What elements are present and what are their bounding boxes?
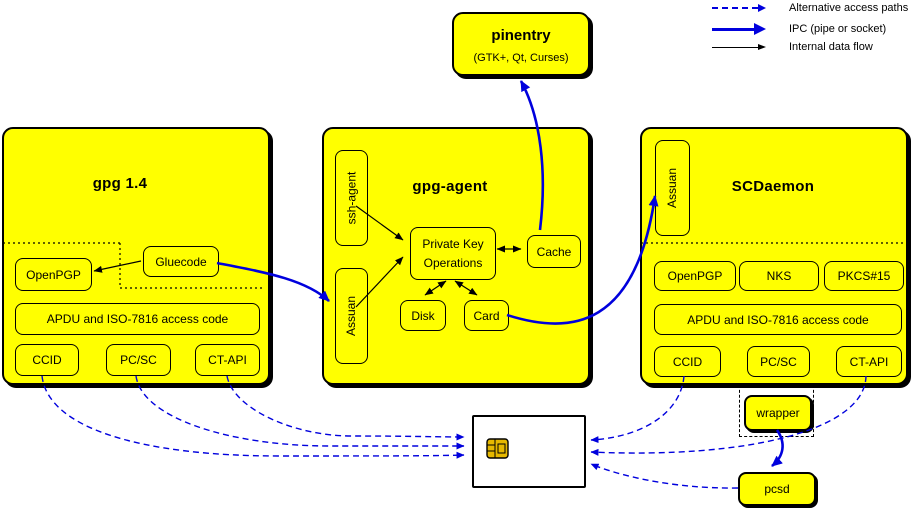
- scdaemon-apdu-node: APDU and ISO-7816 access code: [654, 304, 902, 335]
- gpg-agent-ssh-agent-node: ssh-agent: [335, 150, 368, 246]
- gpg14-apdu-node: APDU and ISO-7816 access code: [15, 303, 260, 335]
- pinentry-title: pinentry: [491, 27, 551, 44]
- chip-icon: [486, 438, 509, 459]
- node-label: PC/SC: [760, 354, 797, 369]
- node-label: PKCS#15: [837, 269, 891, 283]
- gpg14-gluecode-node: Gluecode: [143, 246, 219, 277]
- alt-gpg14-pcsc-to-card: [135, 375, 465, 450]
- cache-node: Cache: [527, 235, 581, 268]
- legend-label: IPC (pipe or socket): [789, 23, 887, 35]
- node-label: PC/SC: [120, 353, 157, 367]
- pinentry-box: pinentry (GTK+, Qt, Curses): [452, 12, 590, 76]
- node-label: APDU and ISO-7816 access code: [687, 312, 869, 327]
- gpg14-box: gpg 1.4 OpenPGP Gluecode APDU and ISO-78…: [2, 127, 270, 385]
- legend-item-alternative: Alternative access paths: [710, 1, 908, 15]
- alt-scdaemon-ccid-to-card: [590, 375, 685, 444]
- gpg14-ccid-node: CCID: [15, 344, 79, 376]
- legend-label: Alternative access paths: [789, 2, 909, 14]
- gpg14-openpgp-node: OpenPGP: [15, 258, 92, 291]
- node-label: wrapper: [756, 406, 800, 420]
- gpg-agent-title: gpg-agent: [412, 178, 488, 195]
- node-label: APDU and ISO-7816 access code: [46, 312, 229, 326]
- scdaemon-pcsc-node: PC/SC: [747, 346, 810, 377]
- thin-arrow-icon: [710, 44, 766, 50]
- node-label: Card: [473, 308, 500, 323]
- scdaemon-pkcs15-node: PKCS#15: [824, 261, 904, 291]
- node-label: Operations: [423, 255, 483, 270]
- gpg-agent-assuan-node: Assuan: [335, 268, 368, 364]
- disk-node: Disk: [400, 300, 446, 331]
- node-label: CCID: [672, 354, 703, 369]
- node-label: CCID: [32, 353, 62, 367]
- node-label: ssh-agent: [344, 171, 359, 225]
- private-key-operations-node: Private Key Operations: [410, 227, 496, 280]
- alt-pcsd-to-card: [590, 463, 739, 489]
- node-label: OpenPGP: [667, 269, 723, 283]
- gpg-agent-box: gpg-agent ssh-agent Assuan Private Key O…: [322, 127, 590, 385]
- node-label: NKS: [766, 269, 792, 283]
- scdaemon-nks-node: NKS: [739, 261, 819, 291]
- node-label: Assuan: [665, 167, 680, 209]
- card-node: Card: [464, 300, 509, 331]
- thick-arrow-icon: [710, 23, 766, 35]
- scdaemon-ccid-node: CCID: [654, 346, 721, 377]
- gpg14-pcsc-node: PC/SC: [106, 344, 171, 376]
- node-label: CT-API: [208, 353, 247, 367]
- scdaemon-openpgp-node: OpenPGP: [654, 261, 736, 291]
- gpg14-ctapi-node: CT-API: [195, 344, 260, 376]
- scdaemon-title: SCDaemon: [731, 178, 815, 195]
- alt-gpg14-ccid-to-card: [41, 375, 465, 459]
- scdaemon-ctapi-node: CT-API: [836, 346, 902, 377]
- pcsd-node: pcsd: [738, 472, 816, 506]
- node-label: pcsd: [764, 482, 790, 496]
- dashed-arrow-icon: [710, 4, 766, 12]
- legend-label: Internal data flow: [789, 41, 873, 53]
- node-label: OpenPGP: [26, 267, 81, 282]
- smartcard: [472, 415, 586, 488]
- node-label: Gluecode: [155, 254, 207, 269]
- node-label: Assuan: [344, 295, 359, 337]
- scdaemon-assuan-node: Assuan: [655, 140, 690, 236]
- node-label: Disk: [411, 308, 435, 323]
- legend-item-internal: Internal data flow: [710, 40, 873, 54]
- alt-gpg14-ctapi-to-card: [226, 375, 465, 441]
- node-label: Private Key: [422, 236, 484, 251]
- pinentry-subtitle: (GTK+, Qt, Curses): [473, 52, 569, 64]
- node-label: Cache: [536, 244, 572, 259]
- gpg14-title: gpg 1.4: [92, 175, 148, 192]
- legend-item-ipc: IPC (pipe or socket): [710, 22, 886, 36]
- alt-scdaemon-ctapi-to-card: [590, 375, 867, 456]
- scdaemon-box: SCDaemon Assuan OpenPGP NKS PKCS#15 APDU…: [640, 127, 908, 385]
- wrapper-node: wrapper: [744, 395, 812, 431]
- node-label: CT-API: [849, 354, 889, 369]
